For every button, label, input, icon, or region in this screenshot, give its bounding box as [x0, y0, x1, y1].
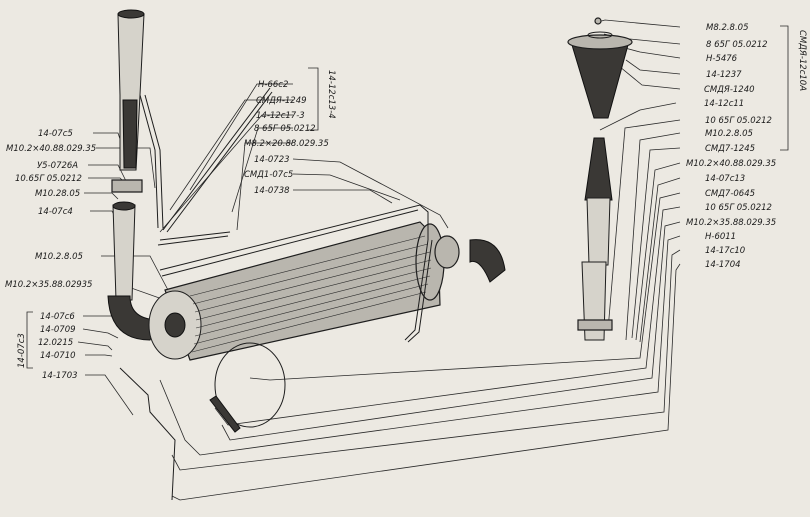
label-u5-0726a: У5-0726А — [37, 161, 78, 171]
label-m10-2x35-r: М10.2×35.88.029.35 — [686, 218, 776, 228]
exhaust-parts — [107, 9, 633, 501]
label-14-17s10: 14-17с10 — [705, 246, 745, 256]
label-n-6011: Н-6011 — [705, 232, 736, 242]
group-label-14-07s3: 14-07с3 — [17, 333, 27, 368]
label-14-1704: 14-1704 — [705, 260, 741, 270]
bracket-rod — [119, 367, 176, 501]
clamp-upper — [111, 179, 143, 193]
label-m10-2x40: М10.2×40.88.029.35 — [6, 144, 96, 154]
label-14-0710: 14-0710 — [40, 351, 76, 361]
group-label-14-12s13-4: 14-12с13-4 — [326, 70, 336, 119]
strap-ring — [214, 342, 286, 428]
outlet-elbow — [469, 239, 506, 283]
label-n-5476: Н-5476 — [706, 54, 738, 64]
flange — [434, 235, 460, 269]
label-m10-2x40-r: М10.2×40.88.029.35 — [686, 159, 776, 169]
label-10-65g-r1: 10 65Г 05.0212 — [705, 116, 772, 126]
right-pipe — [586, 197, 611, 266]
label-smdya-1240: СМДЯ-1240 — [704, 85, 755, 95]
label-14-1237: 14-1237 — [706, 70, 742, 80]
label-m10-2x35-left: М10.2×35.88.02935 — [5, 280, 92, 290]
label-m8-2x20: М8.2×20.88.029.35 — [244, 139, 329, 149]
label-10-65g-left: 10.65Г 05.0212 — [15, 174, 82, 184]
label-14-0709: 14-0709 — [40, 325, 76, 335]
label-smdya-1249: СМДЯ-1249 — [256, 96, 307, 106]
group-labels: 14-12с13-4 14-07с3 СМДЯ-12с10А — [17, 30, 807, 368]
label-m10-2-8-05-r: М10.2.8.05 — [705, 129, 753, 139]
label-14-07s13: 14-07с13 — [705, 174, 745, 184]
label-14-07s4: 14-07с4 — [38, 207, 73, 217]
exhaust-pipe-lower — [112, 204, 136, 301]
label-14-0723: 14-0723 — [254, 155, 290, 165]
label-m8-2-8-05: М8.2.8.05 — [706, 23, 748, 33]
label-14-12s17-3: 14-12с17-3 — [256, 111, 305, 121]
label-8-65g-mid: 8 65Г 05.0212 — [254, 124, 316, 134]
spark-cone — [571, 44, 629, 119]
label-smd7-0645: СМД7-0645 — [705, 189, 755, 199]
label-14-07s5: 14-07с5 — [38, 129, 73, 139]
label-14-1703: 14-1703 — [42, 371, 78, 381]
label-10-65g-r2: 10 65Г 05.0212 — [705, 203, 772, 213]
group-label-smdya-12s10a: СМДЯ-12с10А — [797, 30, 807, 91]
label-m10-28-05: М10.28.05 — [35, 189, 80, 199]
label-14-07s6: 14-07с6 — [40, 312, 75, 322]
label-14-12s11: 14-12с11 — [704, 99, 744, 109]
right-pipe-top — [584, 137, 613, 201]
group-brackets — [26, 25, 789, 369]
label-14-0738: 14-0738 — [254, 186, 290, 196]
label-n-66s2: Н-66с2 — [258, 80, 288, 90]
label-smd1-07s5: СМД1-07с5 — [244, 170, 293, 180]
part-labels: 14-07с5 М10.2×40.88.029.35 У5-0726А 10.6… — [5, 23, 776, 381]
label-12-0215: 12.0215 — [38, 338, 73, 348]
label-8-65g-top: 8 65Г 05.0212 — [706, 40, 768, 50]
label-smd7-1245: СМД7-1245 — [705, 144, 755, 154]
label-m10-2-8-05-left: М10.2.8.05 — [35, 252, 83, 262]
